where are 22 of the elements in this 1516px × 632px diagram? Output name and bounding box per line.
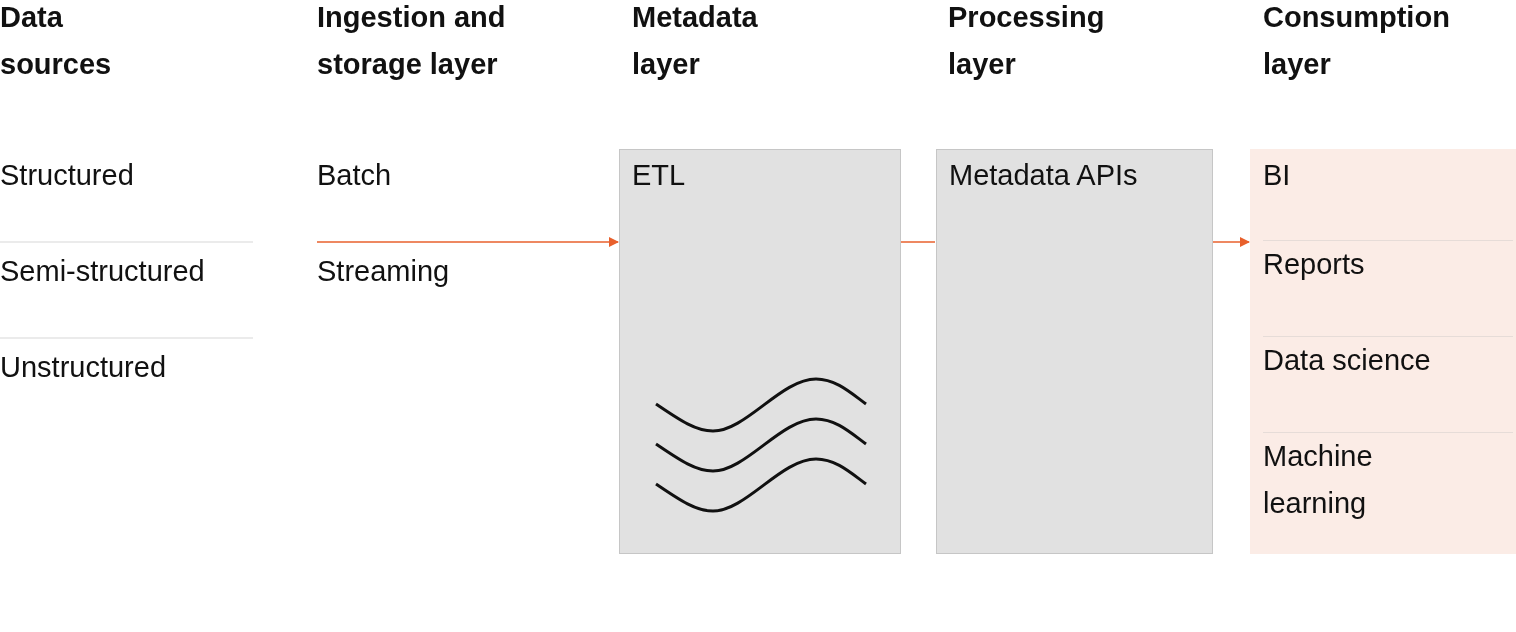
consumption-panel xyxy=(1250,149,1516,554)
column-heading: Consumption layer xyxy=(1263,0,1451,82)
process-box xyxy=(936,149,1213,554)
use-case-label: BI xyxy=(1263,158,1292,193)
column-heading: Data sources xyxy=(0,0,113,82)
column-heading: Processing layer xyxy=(948,0,1106,82)
column-heading: Metadata layer xyxy=(632,0,759,82)
source-type-label: Semi-structured xyxy=(0,254,206,289)
column-heading: Ingestion and storage layer xyxy=(317,0,507,82)
arrow xyxy=(316,237,619,247)
use-case-label: Data science xyxy=(1263,343,1432,378)
ingestion-type-label: Streaming xyxy=(317,254,451,289)
box-title: Metadata APIs xyxy=(949,158,1138,193)
source-type-label: Unstructured xyxy=(0,350,167,385)
use-case-label: Reports xyxy=(1263,247,1366,282)
source-type-label: Structured xyxy=(0,158,135,193)
use-case-label: Machine learning xyxy=(1263,439,1374,521)
process-box xyxy=(619,149,901,554)
box-title: ETL xyxy=(632,158,686,193)
arrow xyxy=(1212,237,1250,247)
connector-line xyxy=(900,241,936,243)
ingestion-type-label: Batch xyxy=(317,158,393,193)
